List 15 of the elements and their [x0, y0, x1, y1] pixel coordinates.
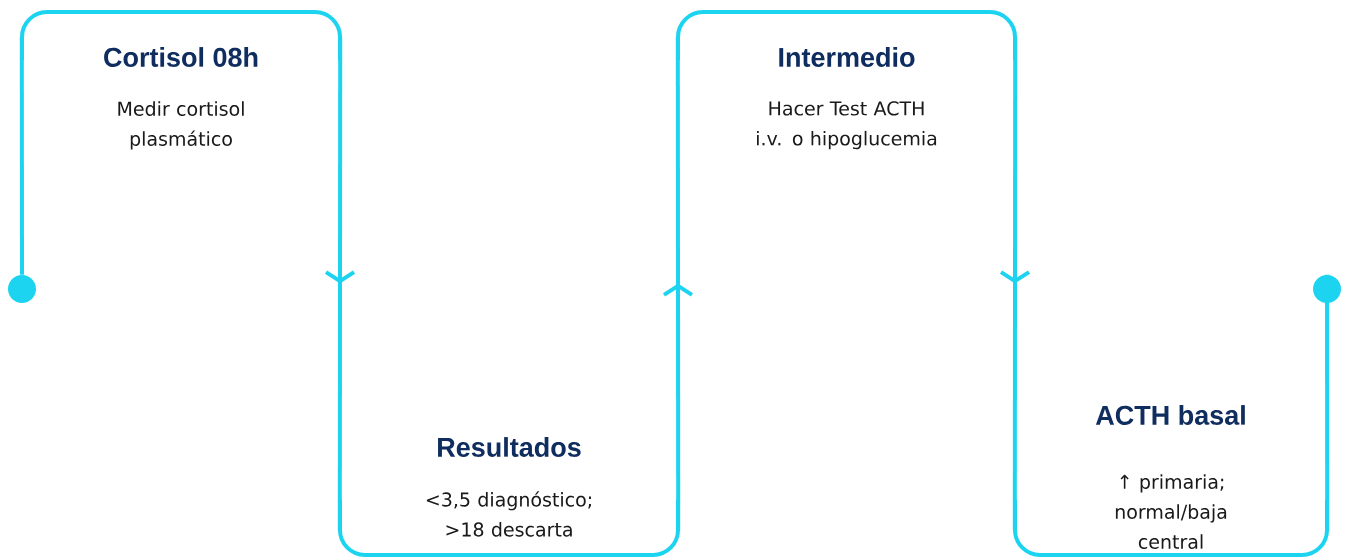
step-text: <3,5 diagnóstico; >18 descarta [426, 491, 591, 537]
step-heading: Intermedio [779, 47, 915, 67]
step-text: Medir cortisol plasmático [118, 101, 244, 150]
step-heading: Resultados [438, 437, 581, 457]
step-heading: ACTH basal [1095, 405, 1245, 425]
connector-line [662, 36, 694, 531]
step-text: Hacer Test ACTH i.v. o hipoglucemia [757, 101, 937, 150]
connector-line [19, 36, 24, 275]
connector-line [999, 36, 1031, 531]
end-dot [1313, 275, 1341, 303]
connector-line [324, 36, 356, 531]
connector-line [1325, 274, 1330, 531]
end-dot [8, 275, 36, 303]
step-heading: Cortisol 08h [104, 47, 258, 67]
step-text: ↑ primaria; normal/baja central [1115, 474, 1227, 549]
